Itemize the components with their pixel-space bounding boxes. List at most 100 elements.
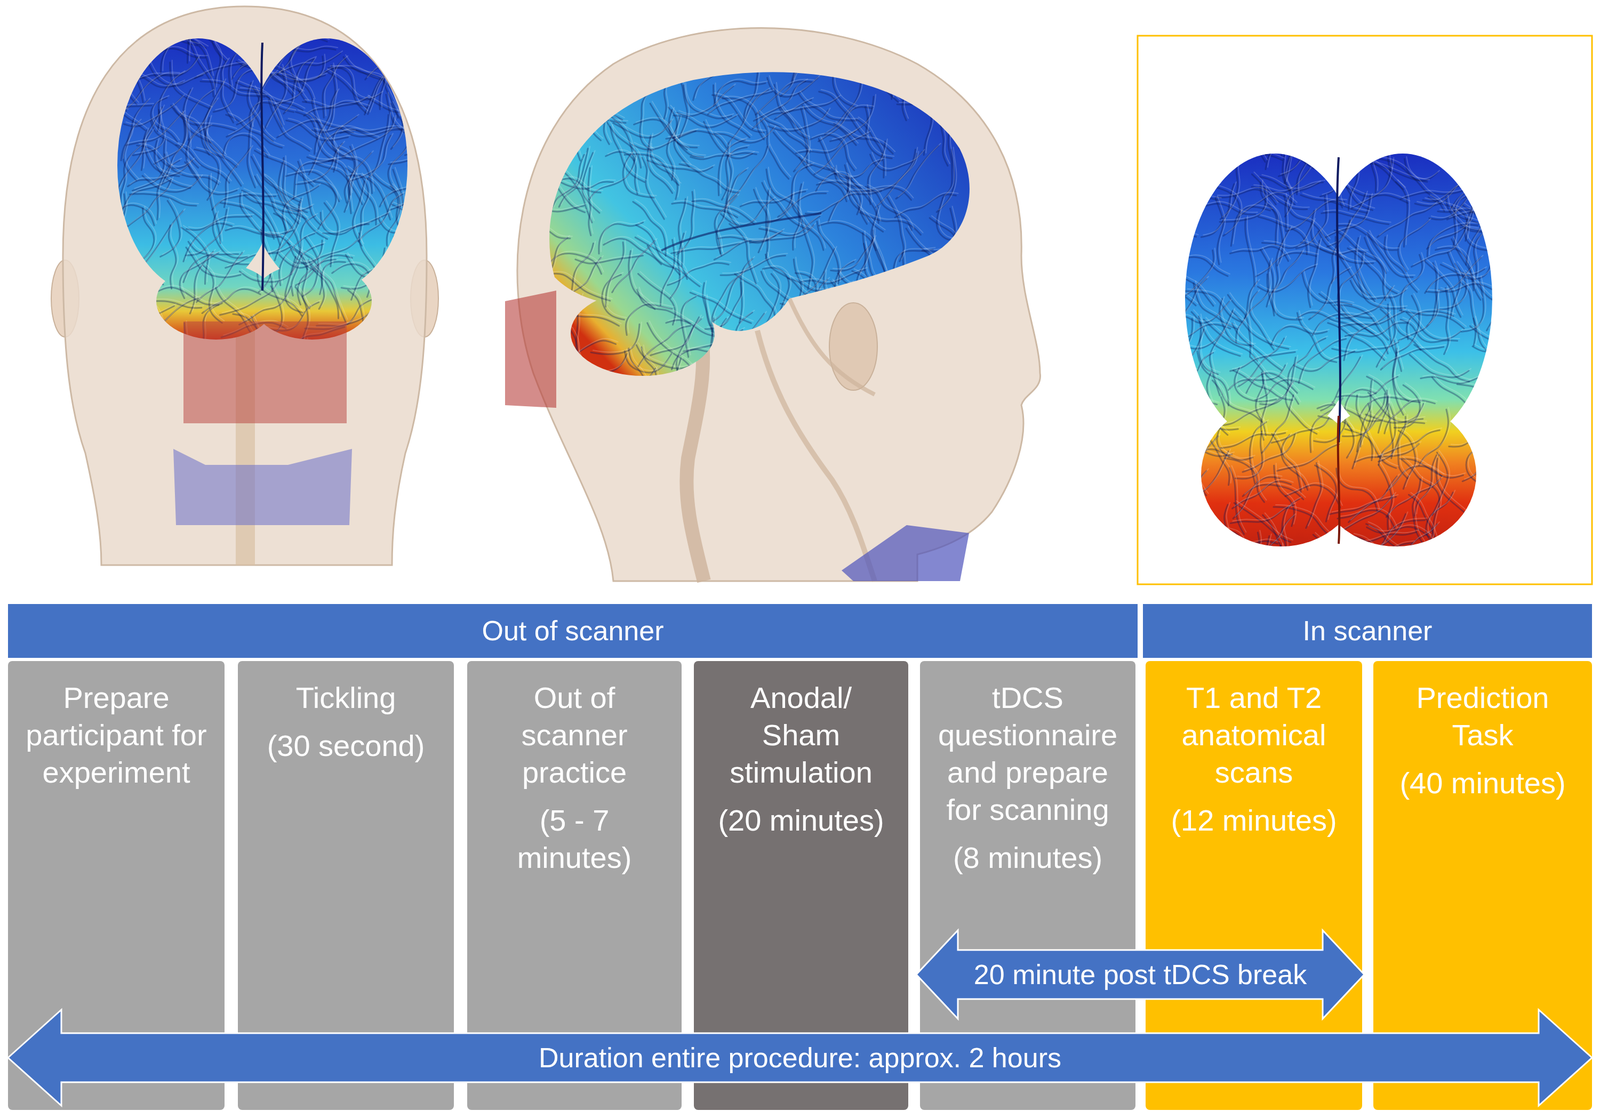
gyrus-highlight	[1137, 216, 1199, 235]
gyrus-line	[1262, 515, 1298, 575]
gyrus-highlight	[596, 109, 637, 159]
gyrus-line	[111, 250, 123, 312]
gyrus-highlight	[1437, 245, 1476, 289]
step-duration: (30 second)	[253, 727, 438, 765]
gyrus-highlight	[1234, 110, 1284, 155]
gyrus-highlight	[1233, 204, 1272, 244]
gyrus-highlight	[793, 192, 826, 248]
gyrus-highlight	[640, 345, 659, 396]
gyrus-highlight	[869, 139, 888, 203]
gyrus-line	[390, 211, 415, 272]
gyrus-highlight	[1249, 108, 1278, 154]
gyrus-line	[1159, 329, 1204, 374]
gyrus-highlight	[1434, 450, 1451, 514]
gyrus-highlight	[1498, 399, 1554, 430]
gyrus-highlight	[806, 322, 866, 354]
gyrus-line	[882, 374, 935, 394]
gyrus-highlight	[138, 291, 204, 306]
gyrus-highlight	[958, 374, 1020, 396]
gyrus-highlight	[1363, 160, 1430, 180]
gyrus-highlight	[755, 78, 808, 119]
gyrus-highlight	[960, 283, 974, 346]
gyrus-line	[823, 299, 856, 353]
step-title: In scanner	[1153, 614, 1582, 648]
gyrus-highlight	[1218, 185, 1243, 234]
gyrus-highlight	[297, 253, 355, 284]
gyrus-line	[647, 245, 700, 287]
gyrus-line	[1155, 135, 1208, 171]
gyrus-highlight	[818, 180, 863, 213]
gyrus-highlight	[1386, 398, 1438, 432]
gyrus-highlight	[123, 98, 150, 159]
gyrus-highlight	[1202, 527, 1239, 559]
gyrus-highlight	[86, 42, 127, 88]
gyrus-highlight	[574, 78, 603, 139]
step-title: T1 and T2 anatomical scans	[1161, 679, 1347, 792]
gyrus-highlight	[1278, 442, 1342, 469]
gyrus-highlight	[227, 226, 294, 234]
gyrus-line	[754, 299, 805, 332]
gyrus-highlight	[904, 52, 913, 119]
inset-frame	[1137, 35, 1592, 585]
gyrus-highlight	[368, 95, 430, 111]
gyrus-highlight	[1426, 259, 1463, 316]
gyrus-highlight	[1237, 429, 1264, 477]
gyrus-highlight	[1213, 518, 1247, 565]
gyrus-line	[252, 0, 261, 57]
gyrus-highlight	[350, 133, 394, 180]
gyrus-highlight	[330, 65, 368, 111]
gyrus-highlight	[1267, 134, 1319, 168]
gyrus-highlight	[1157, 133, 1210, 169]
gyrus-highlight	[1339, 252, 1365, 311]
gyrus-highlight	[281, 231, 317, 284]
gyrus-highlight	[901, 14, 919, 80]
gyrus-line	[1219, 138, 1283, 160]
gyrus-highlight	[874, 238, 890, 298]
gyrus-highlight	[723, 145, 749, 198]
gyrus-highlight	[320, 65, 384, 78]
gyrus-highlight	[380, 217, 439, 234]
gyrus-highlight	[1211, 330, 1226, 394]
gyrus-highlight	[1369, 374, 1391, 431]
gyrus-highlight	[854, 268, 888, 323]
gyrus-highlight	[636, 117, 690, 148]
gyrus-highlight	[1339, 508, 1398, 528]
gyrus-highlight	[767, 252, 815, 298]
gyrus-highlight	[542, 125, 555, 189]
gyrus-line	[874, 307, 933, 326]
gyrus-highlight	[810, 277, 830, 340]
gyrus-line	[124, 74, 178, 111]
gyrus-highlight	[508, 224, 573, 237]
gyrus-line	[777, 34, 804, 82]
gyrus-line	[410, 338, 466, 372]
gyrus-highlight	[1314, 312, 1374, 334]
gyrus-line	[785, 310, 838, 336]
gyrus-highlight	[1352, 278, 1408, 298]
gyrus-line	[549, 48, 572, 104]
gyrus-highlight	[1469, 505, 1490, 565]
gyrus-highlight	[1146, 176, 1207, 191]
gyrus-highlight	[126, 72, 180, 109]
gyrus-highlight	[884, 372, 938, 391]
gyrus-highlight	[791, 370, 822, 423]
gyrus-highlight	[745, 362, 789, 391]
gyrus-highlight	[1273, 413, 1333, 441]
gyri-texture	[1118, 96, 1560, 607]
gyrus-highlight	[1380, 462, 1395, 528]
step-title: Prepare participant for experiment	[24, 679, 209, 792]
gyrus-highlight	[310, 130, 356, 173]
gyrus-highlight	[557, 164, 595, 221]
gyrus-highlight	[1379, 202, 1437, 236]
gyrus-highlight	[610, 65, 661, 104]
gyrus-highlight	[605, 76, 613, 143]
gyrus-highlight	[406, 119, 466, 154]
gyrus-highlight	[1141, 161, 1204, 182]
gyrus-line	[718, 334, 740, 398]
gyrus-highlight	[1449, 205, 1508, 221]
gyrus-highlight	[889, 195, 906, 260]
gyrus-line	[515, 104, 583, 111]
gyrus-highlight	[1427, 267, 1487, 292]
gyrus-line	[1369, 108, 1390, 172]
